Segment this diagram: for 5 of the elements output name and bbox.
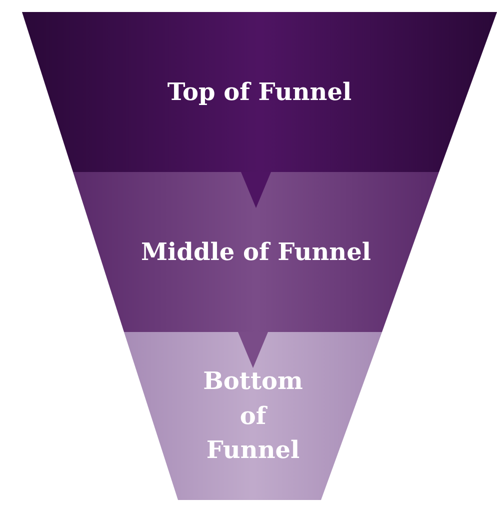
chevron-arrow <box>241 172 271 208</box>
chevron-arrow <box>238 332 268 368</box>
stage-label: Top of Funnel <box>167 76 352 108</box>
stage-label: Middle of Funnel <box>140 236 372 268</box>
stage-label: Bottom of Funnel <box>202 364 304 466</box>
